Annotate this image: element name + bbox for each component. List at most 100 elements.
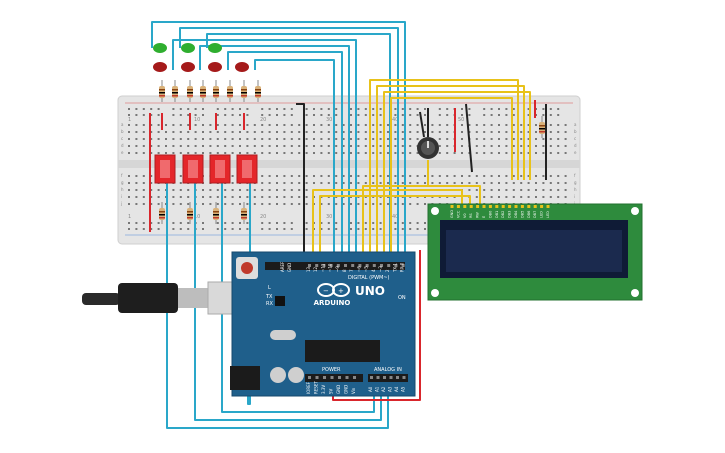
hole xyxy=(505,145,508,147)
hole xyxy=(290,222,293,224)
hole xyxy=(379,108,382,110)
hole xyxy=(157,108,160,110)
hole xyxy=(283,131,286,133)
hole xyxy=(372,152,375,154)
hole xyxy=(231,182,234,184)
lcd-pin-label: V0 xyxy=(463,213,467,218)
hole xyxy=(364,124,367,126)
hole xyxy=(172,145,175,147)
wire-black xyxy=(465,103,473,173)
hole xyxy=(150,108,153,110)
hole xyxy=(461,131,463,133)
hole xyxy=(364,222,367,224)
row-number: 10 xyxy=(194,117,200,123)
hole xyxy=(313,114,315,116)
hole xyxy=(394,222,397,224)
resistor-band xyxy=(539,128,545,130)
digital-pin-label: 2 xyxy=(385,269,390,272)
hole xyxy=(438,145,441,147)
hole xyxy=(320,145,323,147)
hole xyxy=(527,152,530,154)
hole xyxy=(416,114,419,116)
hole xyxy=(483,138,486,140)
hole xyxy=(231,222,234,224)
hole xyxy=(542,152,545,154)
hole xyxy=(535,138,537,140)
led-red xyxy=(153,62,167,72)
resistor-band xyxy=(213,214,219,216)
hole xyxy=(142,175,145,177)
row-number: 20 xyxy=(260,117,266,123)
wire-blue xyxy=(179,27,399,262)
hole xyxy=(401,138,404,140)
hole xyxy=(549,182,552,184)
hole xyxy=(135,108,138,110)
lcd-pin-label: RS xyxy=(469,213,473,218)
hole xyxy=(512,175,515,177)
hole xyxy=(239,138,241,140)
resistor-band xyxy=(241,92,247,94)
hole xyxy=(475,138,478,140)
resistor-band xyxy=(187,95,193,97)
hole xyxy=(157,124,160,126)
hole xyxy=(409,228,412,230)
hole xyxy=(261,131,264,133)
hole xyxy=(298,138,301,140)
hole xyxy=(150,196,153,198)
hole xyxy=(135,145,138,147)
hole xyxy=(172,152,175,154)
hole xyxy=(187,138,190,140)
hole xyxy=(483,175,486,177)
hole xyxy=(564,196,567,198)
hole xyxy=(327,114,330,116)
wire-blue xyxy=(254,59,335,262)
hole xyxy=(475,145,478,147)
digital-pin-label: ~11 xyxy=(320,263,325,272)
hole xyxy=(490,124,493,126)
hole xyxy=(416,108,419,110)
hole xyxy=(305,108,308,110)
digital-pin-label: ~9 xyxy=(335,266,340,272)
hole xyxy=(350,203,352,205)
digital-pin xyxy=(401,264,405,267)
hole xyxy=(165,131,167,133)
hole xyxy=(320,138,323,140)
hole xyxy=(535,145,537,147)
resistor-band xyxy=(187,214,193,216)
hole xyxy=(424,222,426,224)
hole xyxy=(216,131,219,133)
power-pin xyxy=(308,376,311,379)
resistor-band xyxy=(539,125,545,127)
hole xyxy=(557,152,560,154)
hole xyxy=(268,152,271,154)
hole xyxy=(239,124,241,126)
hole xyxy=(394,108,397,110)
hole xyxy=(128,138,130,140)
hole xyxy=(128,228,130,230)
lcd-pin-label: DB0 xyxy=(488,211,492,218)
hole xyxy=(187,124,190,126)
hole xyxy=(202,108,204,110)
resistor-band xyxy=(241,95,247,97)
hole xyxy=(409,108,412,110)
hole xyxy=(172,108,175,110)
hole xyxy=(520,124,523,126)
hole xyxy=(527,182,530,184)
hole xyxy=(327,228,330,230)
hole xyxy=(290,196,293,198)
lcd-pin xyxy=(495,205,499,208)
hole xyxy=(157,152,160,154)
hole xyxy=(305,145,308,147)
digital-pin xyxy=(351,264,355,267)
hole xyxy=(239,189,241,191)
hole xyxy=(549,145,552,147)
hole xyxy=(335,182,338,184)
row-number: 1 xyxy=(128,214,131,220)
hole xyxy=(305,131,308,133)
hole xyxy=(461,108,463,110)
hole xyxy=(438,114,441,116)
hole xyxy=(231,203,234,205)
hole xyxy=(527,138,530,140)
hole xyxy=(350,114,352,116)
hole xyxy=(231,108,234,110)
